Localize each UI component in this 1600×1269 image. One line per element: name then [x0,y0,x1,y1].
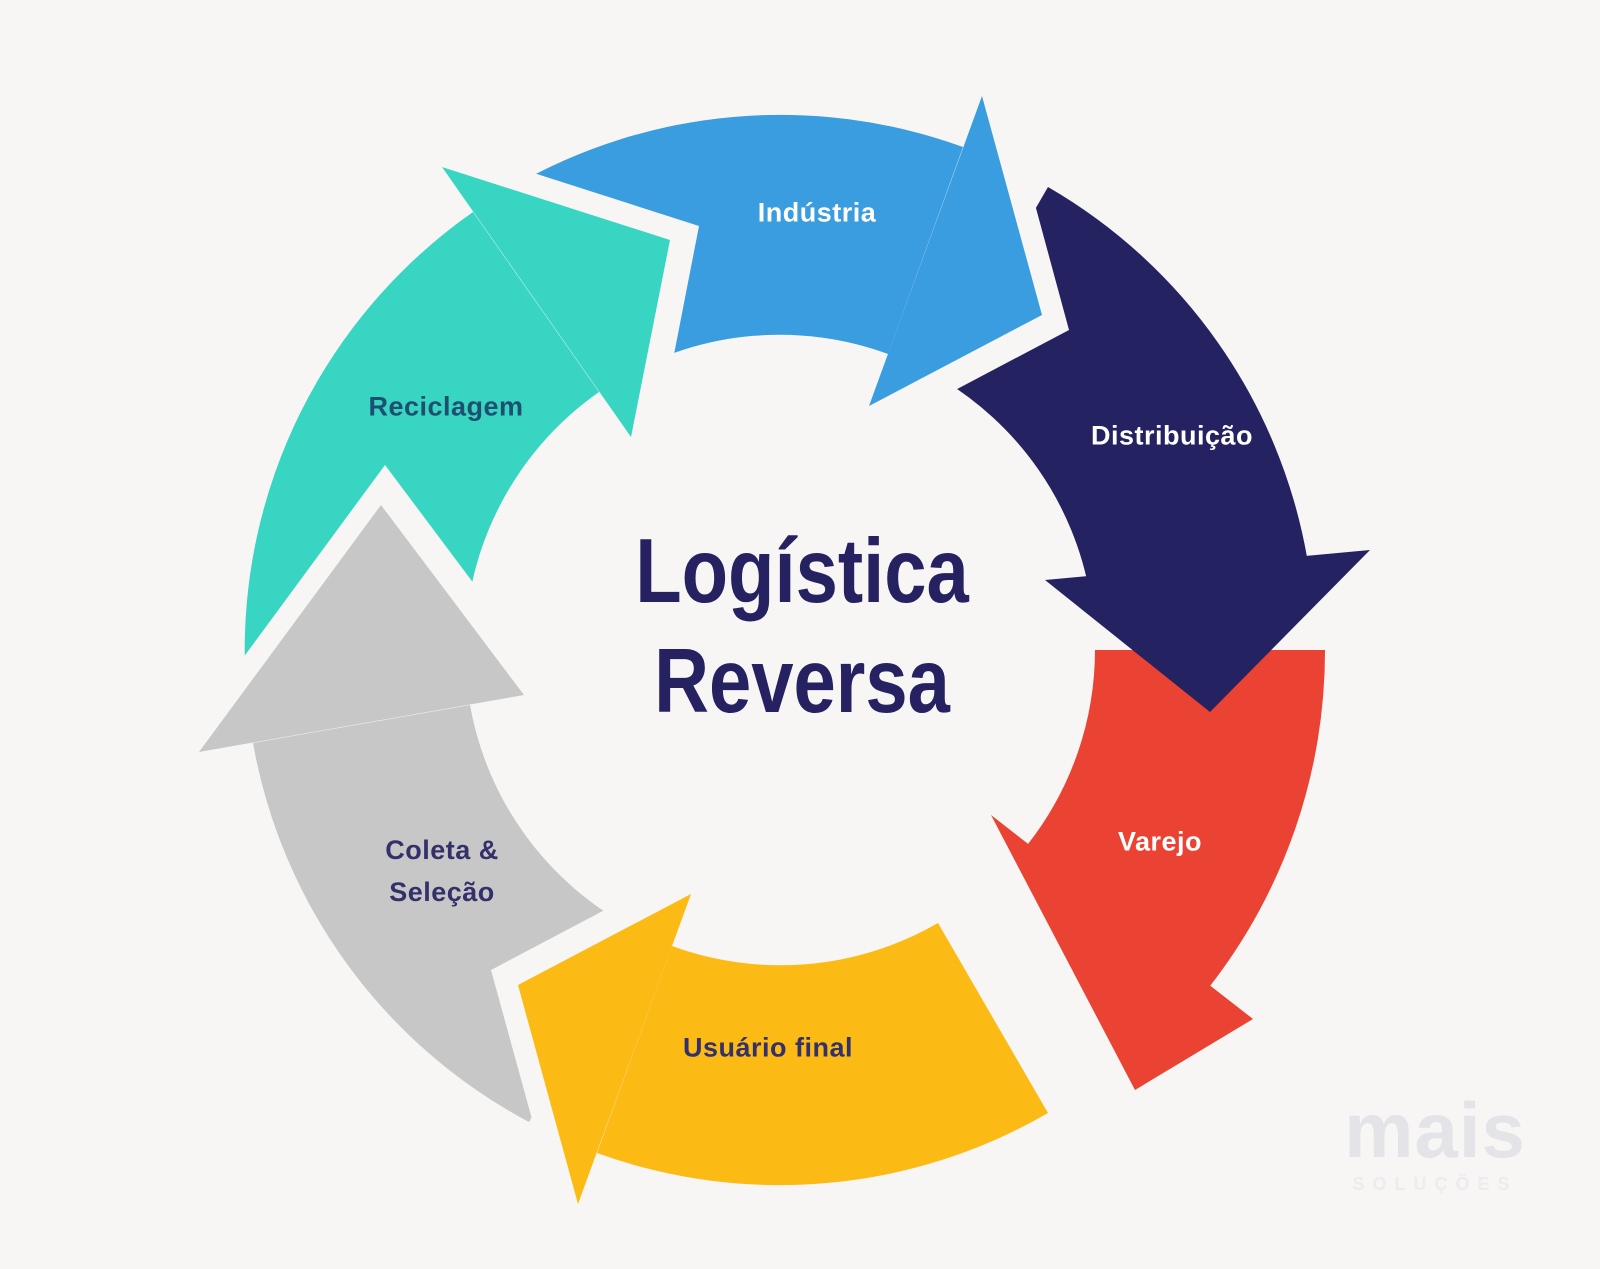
arrow-usuario-final-head [518,894,691,1204]
arrow-industria-head [869,96,1042,406]
arrow-bodies [244,114,1326,1186]
segment-label-usuario-final: Usuário final [682,1032,854,1063]
arrow-varejo-body [1028,650,1326,986]
arrow-reciclagem-head [442,167,670,437]
watermark: mais SOLUÇÕES [1340,1088,1530,1195]
arrow-distribuicao-head [1045,550,1370,712]
segment-label-distribuicao: Distribuição [1090,420,1254,451]
arrow-heads [176,79,1370,1221]
segment-label-coleta-selecao: Coleta & Seleção [385,830,499,914]
diagram-title-line1: Logística [635,520,969,623]
arrow-coleta-selecao-head [199,505,524,752]
diagram-title-line2: Reversa [654,630,950,733]
watermark-subtitle: SOLUÇÕES [1352,1174,1518,1194]
segment-label-reciclagem: Reciclagem [368,391,524,422]
segment-label-coleta-line1: Coleta & [385,835,499,866]
segment-label-industria: Indústria [757,197,877,228]
watermark-brand: mais [1344,1086,1526,1174]
arrow-varejo-head [991,815,1253,1090]
diagram-title: Logística Reversa [635,517,969,738]
segment-label-varejo: Varejo [1117,826,1203,857]
segment-label-coleta-line2: Seleção [389,877,495,907]
arrow-usuario-final-body [597,923,1048,1186]
